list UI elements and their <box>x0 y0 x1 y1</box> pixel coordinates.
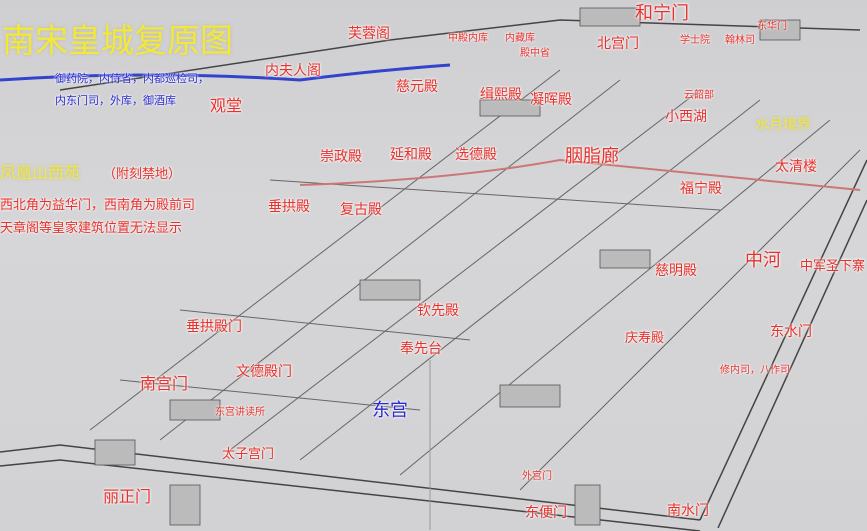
city-walls <box>0 19 867 531</box>
south-wall <box>0 444 701 521</box>
label-dianzhongsheng: 殿中省 <box>520 48 550 59</box>
label-guantang: 观堂 <box>210 96 243 115</box>
label-xiaoxihu: 小西湖 <box>665 109 707 125</box>
north-west-ridge <box>59 39 391 91</box>
label-cimingdian: 慈明殿 <box>655 263 697 279</box>
label-xuandedian: 选德殿 <box>455 147 497 163</box>
label-dongshuimen: 东水门 <box>770 324 812 340</box>
label-nangongmen: 南宫门 <box>140 374 189 393</box>
label-qinxiandian: 钦先殿 <box>417 303 459 319</box>
label-donggongjiangsuo: 东宫讲读所 <box>215 407 265 418</box>
label-zhongjun: 中军圣下寨 <box>800 259 866 274</box>
note-blue-2: 内东门司，外库，御酒库 <box>55 94 176 107</box>
label-xueshiyuan: 学士院 <box>680 35 710 46</box>
label-donghuamen: 东华门 <box>757 21 787 32</box>
note-west-garden: （附刻禁地） <box>103 167 182 182</box>
label-furongge: 芙蓉阁 <box>348 26 390 42</box>
label-dongbianmen: 东便门 <box>525 505 567 521</box>
rouge-corridor <box>299 158 861 191</box>
axis-lines <box>89 69 861 491</box>
label-chuigongdianmen: 垂拱殿门 <box>186 319 242 335</box>
label-yunshaobu: 云韶部 <box>684 90 714 101</box>
label-nanshuimen: 南水门 <box>667 503 709 519</box>
buildings <box>94 7 801 526</box>
label-hanlinsi: 翰林司 <box>725 35 755 46</box>
label-funingdian: 福宁殿 <box>680 181 722 197</box>
map-title: 南宋皇城复原图 <box>2 21 233 60</box>
label-ciyuandian: 慈元殿 <box>396 79 438 95</box>
label-beigongmen: 北宫门 <box>597 36 639 52</box>
label-neicangku: 内藏库 <box>505 33 535 44</box>
label-xiuneisi: 修内司，八作司 <box>720 365 790 376</box>
water-channel <box>0 63 451 82</box>
note-corners: 西北角为益华门，西南角为殿前司 <box>0 198 196 213</box>
south-wall-outer <box>0 459 701 531</box>
label-waigongmen: 外宫门 <box>522 471 552 482</box>
label-jixidian: 缉熙殿 <box>480 87 522 103</box>
label-wendedianmen: 文德殿门 <box>236 364 292 380</box>
label-chongzhengdian: 崇政殿 <box>320 149 362 165</box>
label-yanhedian: 延和殿 <box>390 147 432 163</box>
label-qingshoudian: 庆寿殿 <box>625 331 665 346</box>
label-lizhengmen: 丽正门 <box>103 487 152 506</box>
label-donggong: 东宫 <box>372 400 408 421</box>
label-fengxiantai: 奉先台 <box>400 341 442 357</box>
label-west-garden: 凤凰山西苑 <box>0 163 81 182</box>
label-chuigongdian: 垂拱殿 <box>268 199 310 215</box>
note-missing: 天章阁等皇家建筑位置无法显示 <box>0 221 183 236</box>
label-zhongdianneiku: 中殿内库 <box>448 33 488 44</box>
note-blue-1: 御药院，内侍省，内都巡检司， <box>55 72 209 85</box>
east-wall-outer <box>717 199 867 529</box>
label-fugudian: 复古殿 <box>340 202 382 218</box>
label-neifurenge: 内夫人阁 <box>265 63 321 79</box>
label-taizigongmen: 太子宫门 <box>222 447 275 462</box>
east-wall <box>699 159 867 521</box>
label-ninghuidian: 凝晖殿 <box>530 92 572 108</box>
label-yanzhilang: 胭脂廊 <box>565 146 619 167</box>
label-taiqinglou: 太清楼 <box>775 159 817 175</box>
label-shuiyuejingjie: 水月境界 <box>755 117 811 133</box>
label-zhonghe: 中河 <box>745 250 781 271</box>
label-heningmen: 和宁门 <box>635 3 689 24</box>
